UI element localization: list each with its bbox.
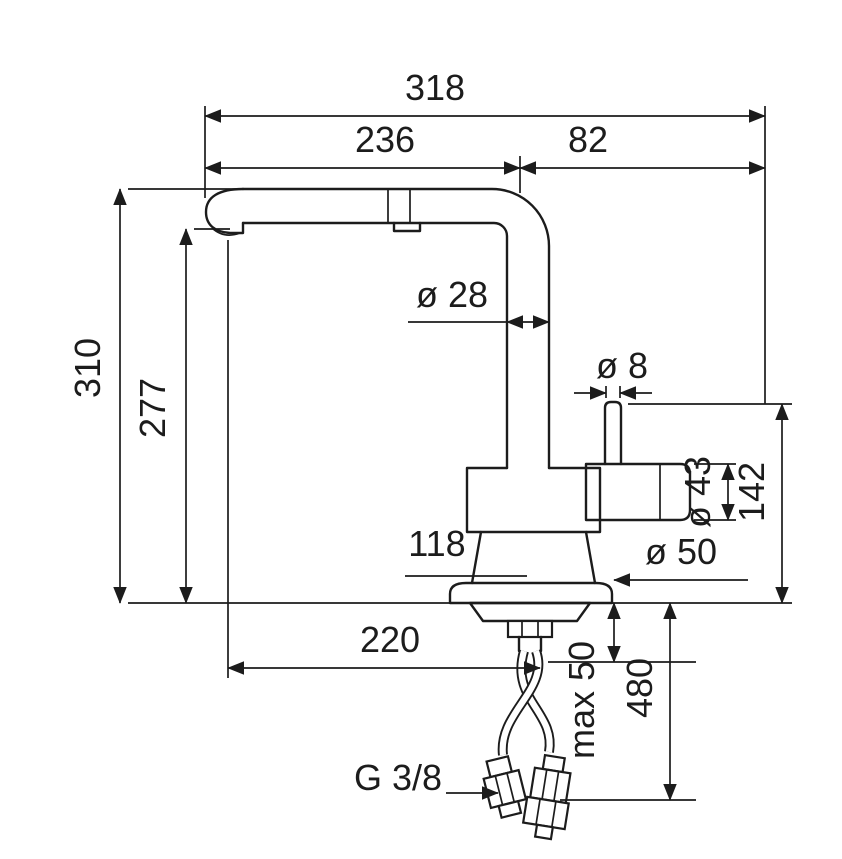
dim-label-base-diameter: ø 50 (645, 531, 717, 572)
spray-head-joint (387, 189, 411, 223)
handle-cylinder (584, 462, 692, 522)
threaded-shank (517, 635, 543, 653)
dim-label-body-width: 118 (408, 523, 465, 564)
dimension-labels: 318 236 82 310 277 ø 28 ø 8 ø 43 142 118… (67, 67, 772, 798)
dim-label-thread-size: G 3/8 (354, 757, 442, 798)
dim-label-counter-max: max 50 (561, 641, 602, 759)
dimension-lines (113, 106, 792, 801)
dim-label-rear-offset: 82 (568, 119, 608, 160)
hose-connector-right (521, 753, 572, 841)
spout-inner-edge (241, 221, 509, 470)
spout-outer-edge (241, 187, 551, 470)
dim-label-total-width: 318 (405, 67, 465, 108)
dim-label-hose-length: 480 (619, 658, 660, 718)
mounting-nut (506, 619, 554, 639)
mounting-nut-facets (521, 621, 539, 637)
dim-label-lever-diameter: ø 8 (596, 345, 648, 386)
dim-label-handle-height: 142 (731, 462, 772, 522)
lever-rod (603, 400, 623, 466)
mounting-bracket (468, 601, 592, 623)
dim-label-pipe-diameter: ø 28 (416, 274, 488, 315)
base-plate (448, 581, 614, 605)
dim-label-spout-height: 277 (132, 378, 173, 438)
spray-toggle (392, 221, 422, 233)
dim-label-spout-projection: 236 (355, 119, 415, 160)
faucet-body-group (204, 187, 692, 841)
dim-label-handle-diameter: ø 43 (677, 456, 718, 528)
spout-tip (204, 187, 245, 235)
mixer-body (465, 466, 602, 534)
dim-label-outlet-reach: 220 (360, 619, 420, 660)
hose-connector-left (482, 754, 528, 819)
body-skirt (470, 530, 597, 585)
dim-label-total-height: 310 (67, 338, 108, 398)
